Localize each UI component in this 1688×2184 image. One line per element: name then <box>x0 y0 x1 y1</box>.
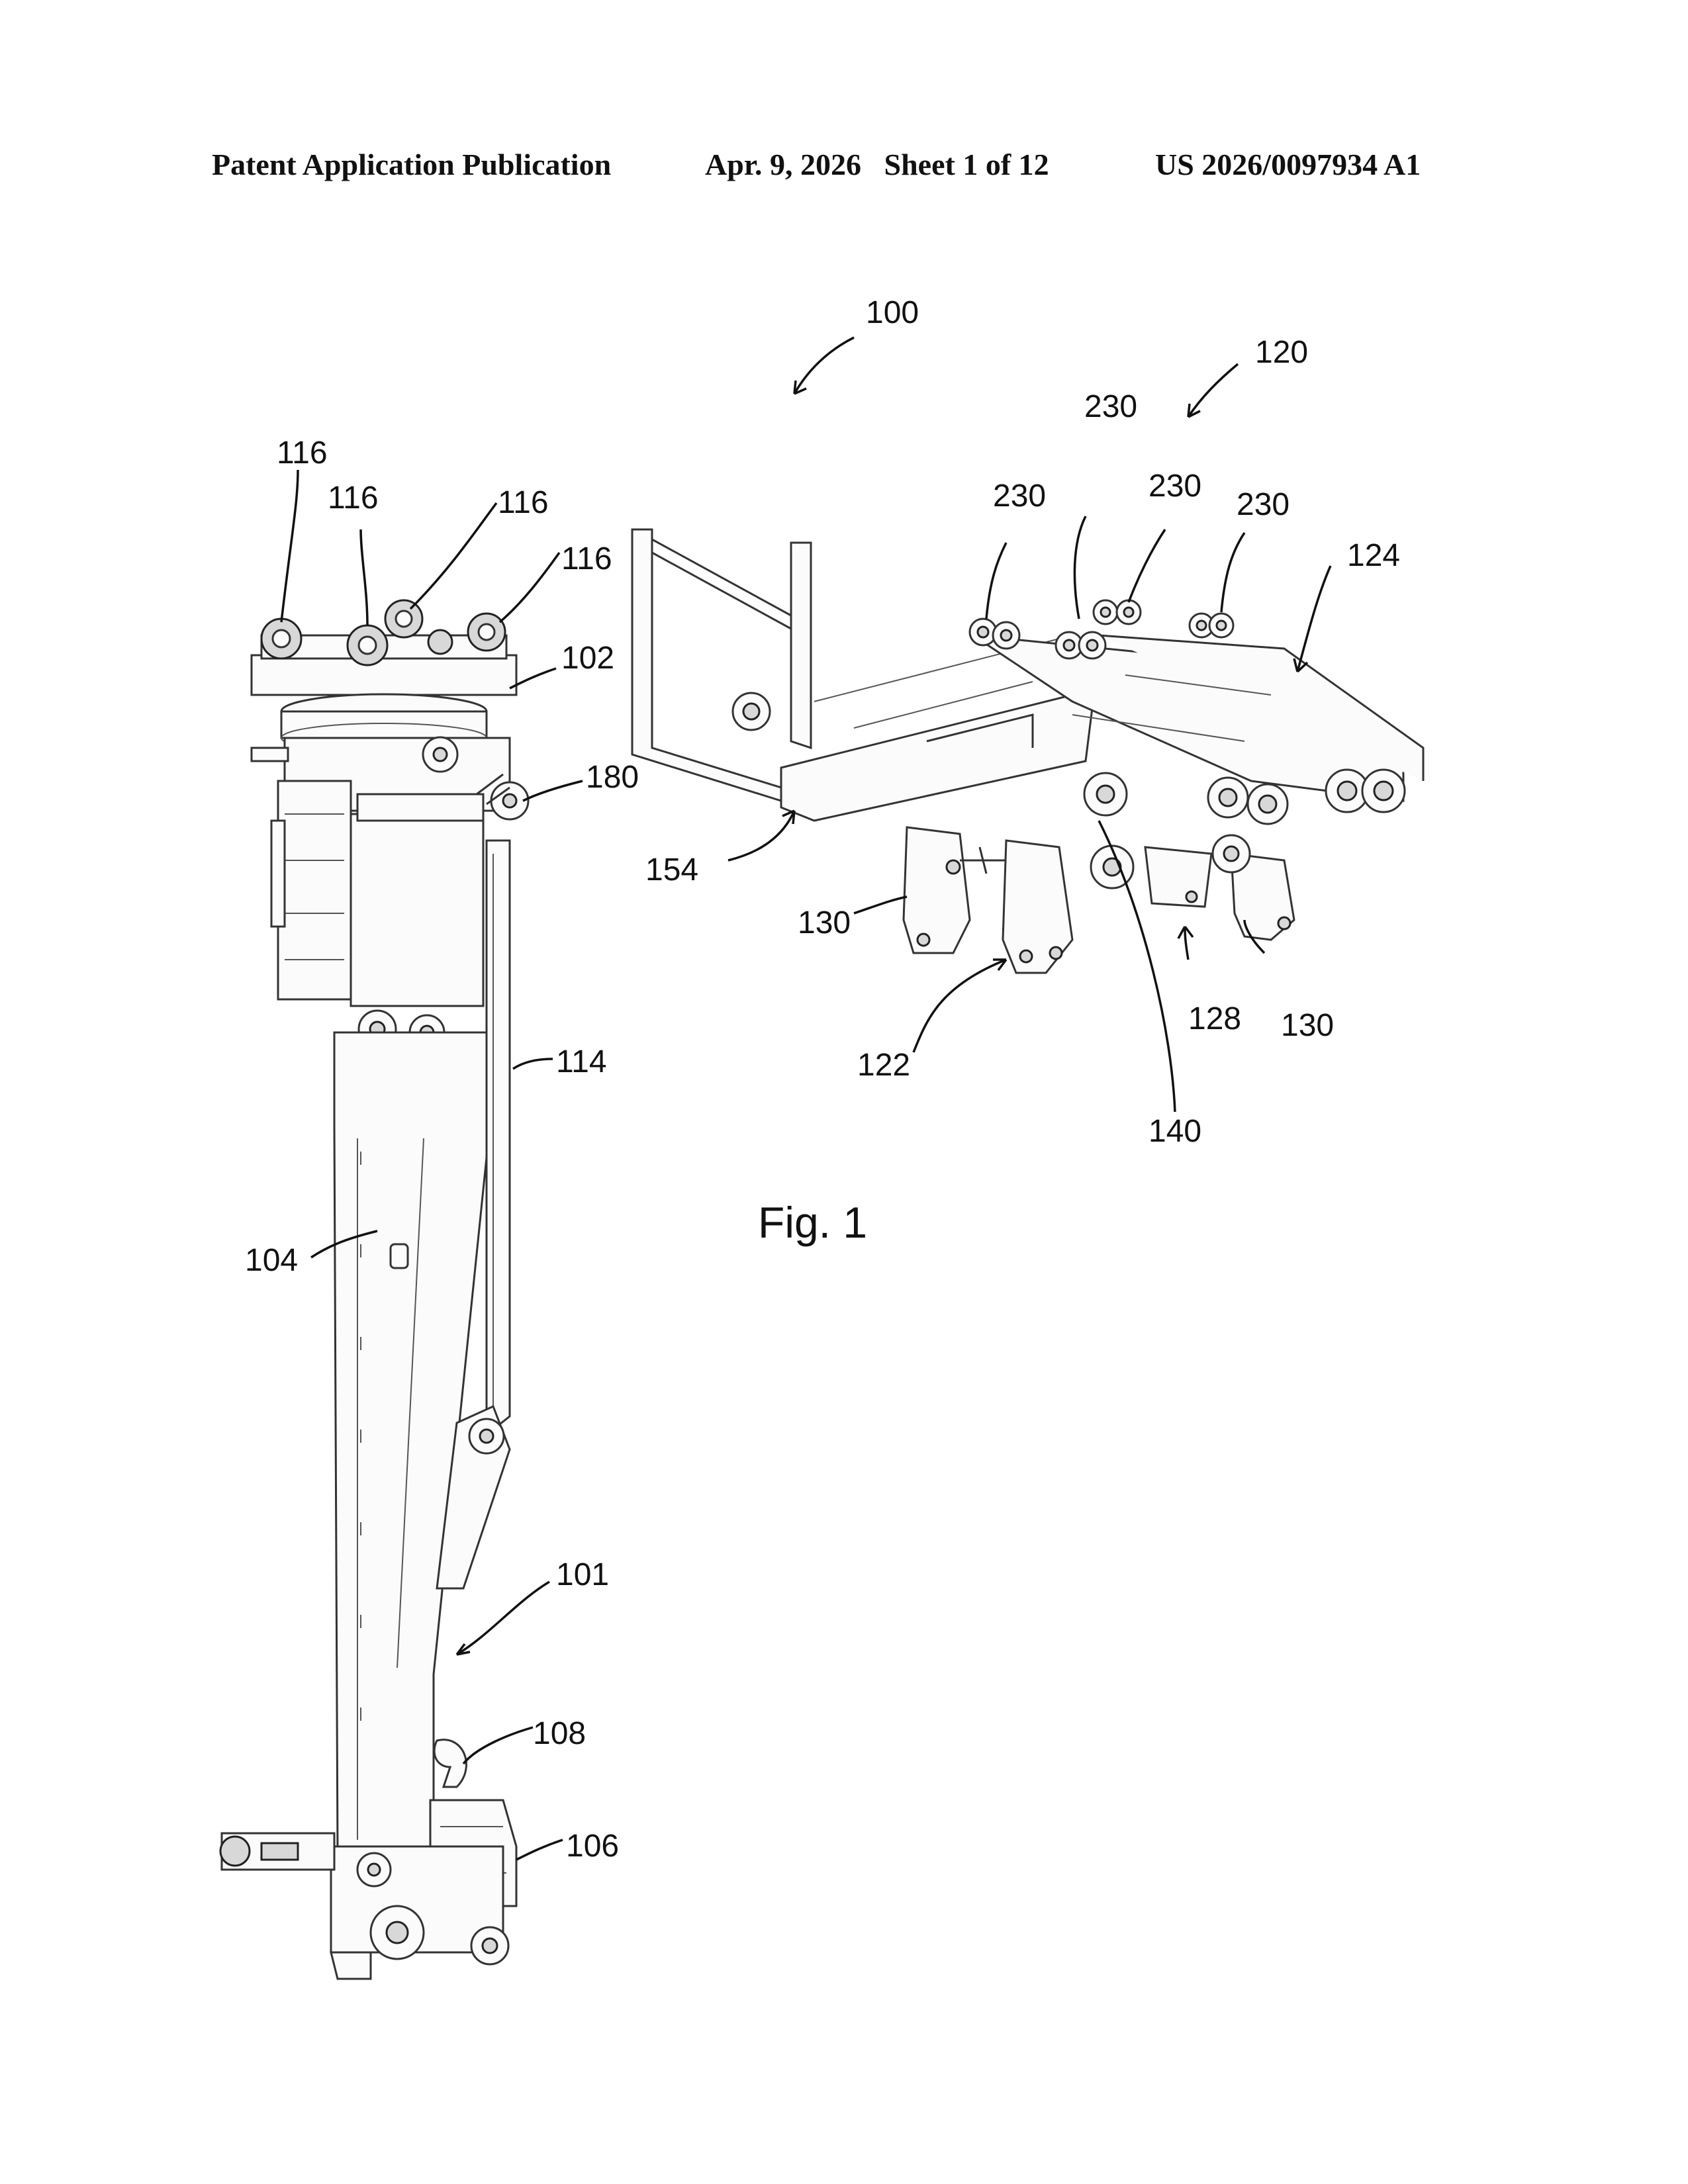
ref-106: 106 <box>566 1829 619 1864</box>
ref-128: 128 <box>1188 1001 1241 1036</box>
ref-230-d: 230 <box>1237 487 1289 522</box>
ref-116-d: 116 <box>561 541 612 576</box>
ref-101: 101 <box>556 1557 609 1592</box>
ref-124: 124 <box>1347 538 1400 573</box>
jaw-plate-128 <box>1145 847 1211 907</box>
gripper-assembly <box>632 529 1423 973</box>
ref-180: 180 <box>586 760 639 795</box>
ref-122: 122 <box>857 1048 910 1083</box>
ref-130-b: 130 <box>1281 1008 1334 1043</box>
ref-108: 108 <box>533 1716 586 1751</box>
figure-caption: Fig. 1 <box>758 1198 867 1247</box>
mast-assembly <box>220 600 528 1979</box>
ref-230-b: 230 <box>993 478 1046 514</box>
ref-104: 104 <box>245 1243 298 1278</box>
ref-140: 140 <box>1149 1114 1201 1149</box>
hook <box>434 1740 466 1787</box>
side-strut <box>487 841 510 1430</box>
jaw-plate-left <box>904 827 970 953</box>
ref-116-a: 116 <box>277 435 328 471</box>
ref-130-a: 130 <box>798 905 851 940</box>
ref-116-b: 116 <box>328 480 379 516</box>
ref-154: 154 <box>645 852 698 887</box>
ref-116-c: 116 <box>498 485 549 520</box>
ref-100: 100 <box>866 295 919 330</box>
ref-230-c: 230 <box>1149 469 1201 504</box>
ref-114: 114 <box>556 1044 607 1079</box>
ref-230-a: 230 <box>1084 389 1137 424</box>
ref-102: 102 <box>561 641 614 676</box>
head-plate <box>252 655 516 695</box>
ref-120: 120 <box>1255 335 1308 370</box>
